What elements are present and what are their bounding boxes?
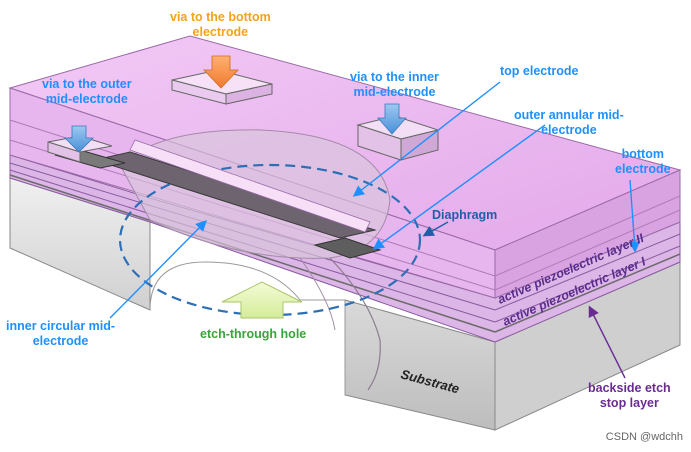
- label-via-bottom-line1: via to the bottom: [170, 10, 271, 24]
- label-via-bottom: via to the bottom electrode: [170, 10, 271, 40]
- watermark: CSDN @wdchh: [605, 431, 683, 443]
- label-outer-annular: outer annular mid- electrode: [514, 108, 624, 138]
- label-via-outer-line2: mid-electrode: [45, 92, 128, 106]
- label-diaphragm: Diaphragm: [432, 208, 498, 222]
- via-arrows: [64, 55, 407, 153]
- label-outer-annular-line2: electrode: [541, 123, 597, 137]
- label-backside-etch-line2: stop layer: [599, 396, 659, 410]
- label-top-electrode: top electrode: [500, 64, 579, 78]
- label-bottom-electrode: bottom electrode: [615, 147, 671, 177]
- leader-lines: [109, 81, 640, 379]
- label-inner-circular-line2: electrode: [32, 334, 89, 348]
- label-outer-annular-line1: outer annular mid-: [514, 108, 624, 122]
- label-bottom-electrode-line2: electrode: [615, 162, 671, 176]
- blue-via-arrow-inner: [377, 103, 407, 135]
- label-backside-etch: backside etch stop layer: [588, 381, 671, 411]
- label-backside-etch-line1: backside etch: [588, 381, 671, 395]
- label-via-inner-line2: mid-electrode: [353, 85, 436, 99]
- blue-via-arrow-outer: [64, 125, 94, 153]
- label-via-bottom-line2: electrode: [192, 25, 249, 39]
- etch-hole-arrow: [221, 281, 303, 319]
- label-inner-circular-line1: inner circular mid-: [6, 319, 116, 333]
- label-etch-hole: etch-through hole: [200, 327, 307, 341]
- label-inner-circular: inner circular mid- electrode: [6, 319, 115, 349]
- top-electrode-strip: [129, 139, 371, 233]
- label-via-inner: via to the inner mid-electrode: [350, 70, 439, 100]
- label-via-inner-line1: via to the inner: [350, 70, 439, 84]
- orange-via-arrow: [203, 55, 239, 89]
- label-via-outer-line1: via to the outer: [42, 77, 132, 91]
- label-via-outer: via to the outer mid-electrode: [42, 77, 132, 107]
- inner-mid-electrode-strip: [93, 151, 377, 239]
- label-bottom-electrode-line1: bottom: [621, 147, 664, 161]
